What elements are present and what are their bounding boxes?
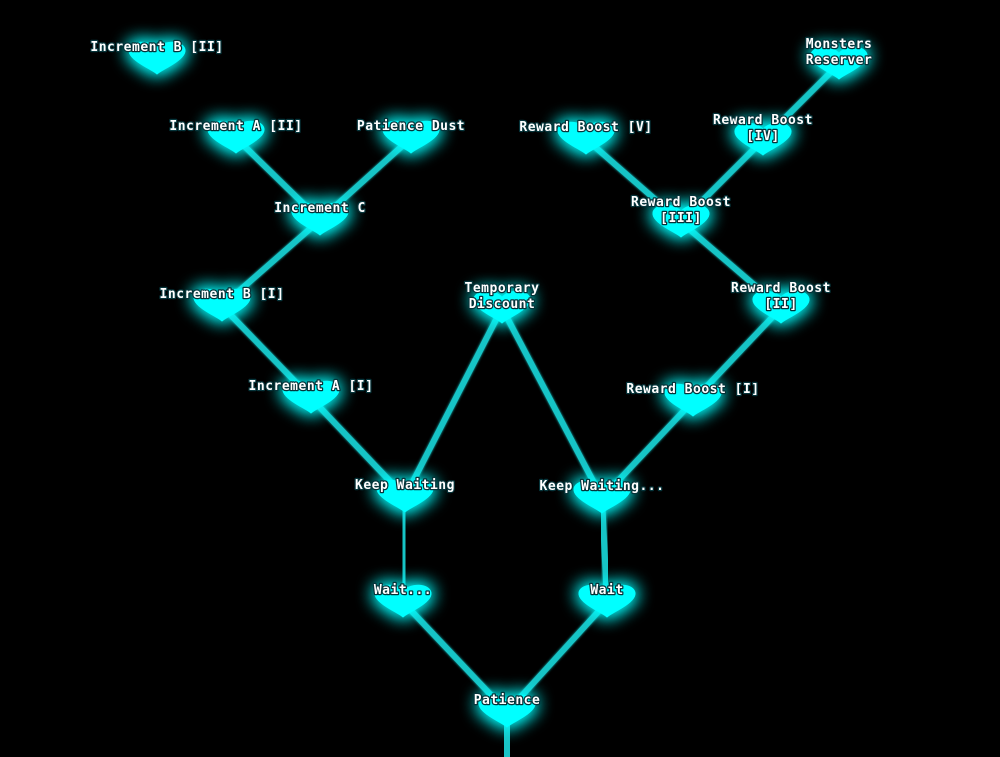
heart-icon bbox=[207, 120, 265, 154]
heart-icon bbox=[664, 383, 722, 417]
skill-node-wait-dots[interactable]: Wait... bbox=[373, 582, 433, 618]
edge-wait-to-keep-waiting-dots bbox=[599, 495, 610, 605]
skill-node-label: Increment C bbox=[274, 201, 366, 216]
heart-icon bbox=[557, 121, 615, 155]
edge-keep-waiting-dots-to-temporary-discount bbox=[499, 305, 605, 501]
heart-icon bbox=[652, 204, 710, 238]
skill-node-label: Reward Boost [V] bbox=[519, 120, 652, 135]
heart-icon bbox=[473, 290, 531, 324]
heart-icon bbox=[282, 380, 340, 414]
skill-node-increment-b-1[interactable]: Increment B [I] bbox=[158, 286, 285, 322]
skill-nodes: Patience Wait... Wait Keep Waiting Keep Wait… bbox=[89, 36, 873, 728]
skill-node-label: Wait bbox=[590, 583, 623, 598]
skill-node-label: Reward Boost bbox=[631, 195, 731, 210]
edge-patience-to-wait bbox=[504, 599, 610, 715]
skill-node-keep-waiting-dots[interactable]: Keep Waiting... bbox=[538, 478, 665, 514]
skill-node-keep-waiting[interactable]: Keep Waiting bbox=[354, 477, 456, 513]
skill-node-increment-a-1[interactable]: Increment A [I] bbox=[247, 378, 374, 414]
skill-node-label: Patience Dust bbox=[357, 119, 465, 134]
skill-node-increment-b-2[interactable]: Increment B [II] bbox=[89, 39, 224, 75]
heart-icon bbox=[573, 480, 631, 514]
heart-icon bbox=[376, 479, 434, 513]
heart-icon bbox=[478, 694, 536, 728]
skill-node-label: [III] bbox=[660, 211, 702, 226]
skill-node-reward-boost-2[interactable]: Reward Boost[II] bbox=[730, 280, 832, 324]
skill-node-label: Increment A [I] bbox=[249, 379, 374, 394]
skill-node-label: Monsters bbox=[806, 37, 873, 52]
heart-icon bbox=[382, 120, 440, 154]
edge-patience-to-wait-dots bbox=[400, 599, 510, 715]
skill-node-label: Increment A [II] bbox=[169, 119, 302, 134]
heart-icon bbox=[128, 41, 186, 75]
skill-node-reward-boost-1[interactable]: Reward Boost [I] bbox=[625, 381, 760, 417]
skill-node-reward-boost-5[interactable]: Reward Boost [V] bbox=[518, 119, 653, 155]
skill-node-patience-dust[interactable]: Patience Dust bbox=[356, 118, 466, 154]
heart-icon bbox=[291, 202, 349, 236]
skill-node-increment-c[interactable]: Increment C bbox=[273, 200, 367, 236]
skill-node-label: Patience bbox=[474, 693, 541, 708]
skill-node-label: Reserver bbox=[806, 53, 873, 68]
skill-node-label: Increment B [I] bbox=[160, 287, 285, 302]
skill-node-label: Keep Waiting... bbox=[540, 479, 665, 494]
skill-node-reward-boost-3[interactable]: Reward Boost[III] bbox=[630, 194, 732, 238]
skill-node-label: Reward Boost bbox=[713, 113, 813, 128]
skill-node-wait[interactable]: Wait bbox=[578, 582, 636, 618]
skill-node-label: [II] bbox=[764, 297, 797, 312]
heart-icon bbox=[752, 290, 810, 324]
skill-node-patience[interactable]: Patience bbox=[472, 692, 541, 728]
edge-wait-dots-to-keep-waiting bbox=[400, 494, 408, 605]
heart-icon bbox=[193, 288, 251, 322]
skill-node-label: Reward Boost bbox=[731, 281, 831, 296]
skill-node-label: Keep Waiting bbox=[355, 478, 455, 493]
heart-icon bbox=[810, 46, 868, 80]
skill-node-label: Wait... bbox=[374, 583, 432, 598]
heart-icon bbox=[578, 584, 636, 618]
skill-node-increment-a-2[interactable]: Increment A [II] bbox=[168, 118, 303, 154]
edge-keep-waiting-to-temporary-discount bbox=[402, 305, 505, 500]
skill-node-label: Temporary bbox=[465, 281, 540, 296]
skill-node-reward-boost-4[interactable]: Reward Boost[IV] bbox=[712, 112, 814, 156]
skill-node-label: Increment B [II] bbox=[90, 40, 223, 55]
skill-node-label: Reward Boost [I] bbox=[626, 382, 759, 397]
skill-node-label: [IV] bbox=[746, 129, 779, 144]
skill-node-label: Discount bbox=[469, 297, 536, 312]
heart-icon bbox=[734, 122, 792, 156]
heart-icon bbox=[374, 584, 432, 618]
